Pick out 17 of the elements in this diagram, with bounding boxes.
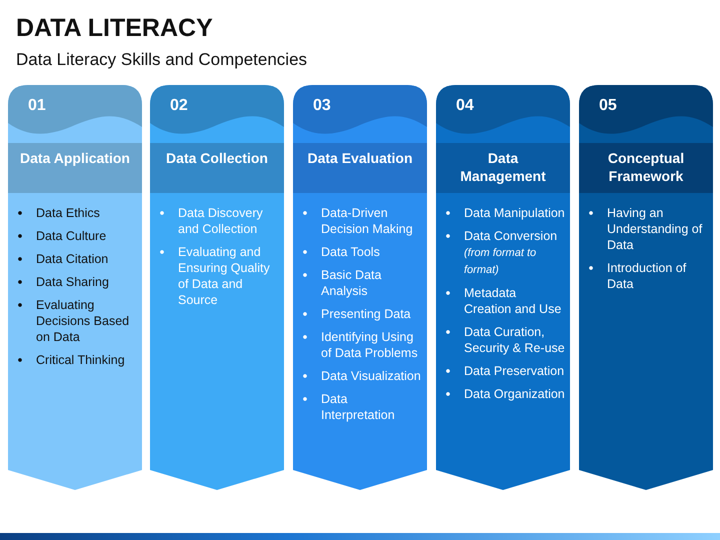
- column-card: [8, 85, 142, 490]
- column-card: [150, 85, 284, 490]
- column-card: [436, 85, 570, 490]
- column-heading: Data Management: [459, 149, 547, 185]
- column-heading: Conceptual Framework: [606, 149, 686, 185]
- column-card: [293, 85, 427, 490]
- step-number: 01: [28, 97, 46, 115]
- step-number: 04: [456, 97, 474, 115]
- column-heading: Data Evaluation: [306, 149, 414, 167]
- column-card: [579, 85, 713, 490]
- step-number: 03: [313, 97, 331, 115]
- step-number: 05: [599, 97, 617, 115]
- title: DATA LITERACY: [16, 14, 213, 43]
- subtitle: Data Literacy Skills and Competencies: [16, 50, 308, 70]
- step-number: 02: [170, 97, 188, 115]
- column-heading: Data Application: [19, 149, 131, 167]
- column-heading: Data Collection: [165, 149, 269, 167]
